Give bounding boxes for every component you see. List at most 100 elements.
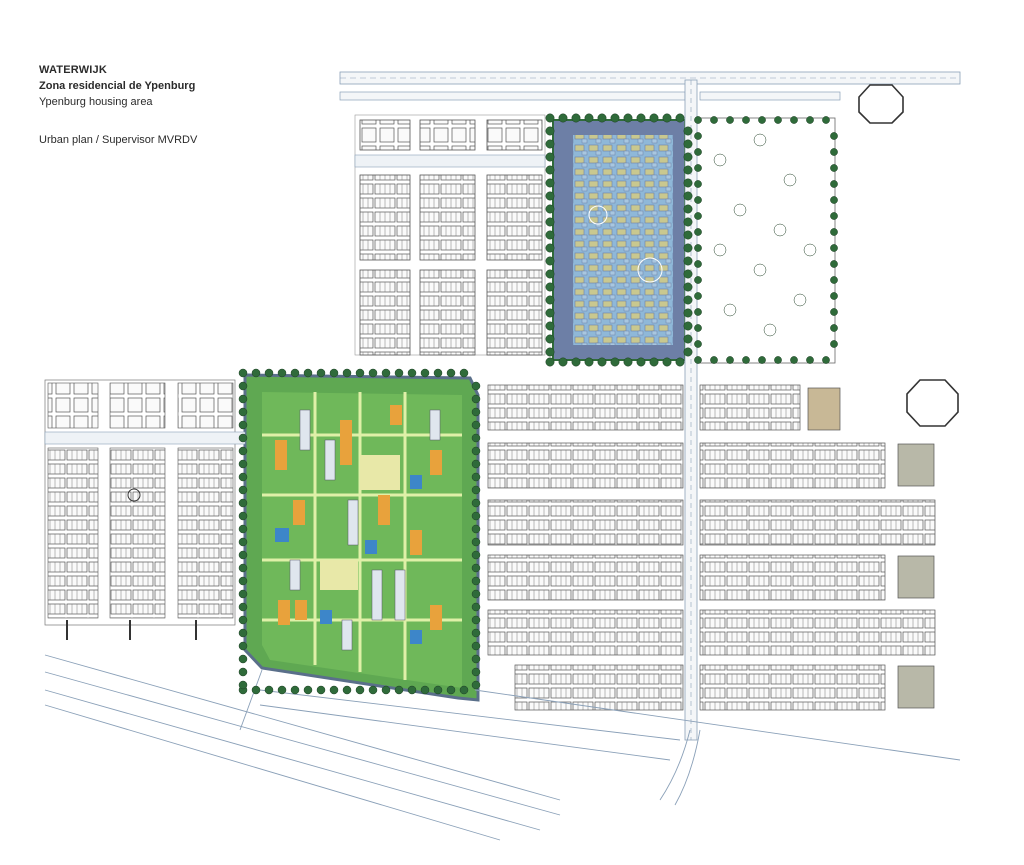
tree-icon (726, 116, 734, 124)
tree-icon (471, 628, 481, 638)
tree-icon (694, 116, 702, 124)
tree-icon (407, 368, 417, 378)
tree-icon (238, 615, 248, 625)
tree-icon (471, 589, 481, 599)
tree-icon (790, 116, 798, 124)
tree-icon (446, 685, 456, 695)
tree-icon (471, 511, 481, 521)
tree-icon (830, 244, 838, 252)
tree-icon (303, 685, 313, 695)
tree-icon (675, 357, 685, 367)
tree-icon (238, 498, 248, 508)
tree-icon (694, 244, 702, 252)
tree-icon (471, 537, 481, 547)
tree-icon (694, 356, 702, 364)
plan-legend: WATERWIJK Zona residencial de Ypenburg Y… (39, 62, 197, 148)
tree-icon (822, 116, 830, 124)
tree-icon (694, 132, 702, 140)
tree-icon (830, 180, 838, 188)
octagon-building-icon (858, 84, 959, 427)
tree-icon (683, 191, 693, 201)
tree-icon (830, 212, 838, 220)
tree-icon (420, 368, 430, 378)
tree-icon (545, 282, 555, 292)
tree-icon (830, 292, 838, 300)
tree-icon (381, 685, 391, 695)
tree-icon (830, 164, 838, 172)
project-name: WATERWIJK (39, 64, 108, 76)
tree-icon (381, 368, 391, 378)
tree-icon (683, 282, 693, 292)
tree-icon (238, 446, 248, 456)
tree-icon (238, 394, 248, 404)
tree-icon (773, 223, 787, 237)
tree-icon (790, 356, 798, 364)
tree-icon (545, 191, 555, 201)
tree-icon (238, 589, 248, 599)
tree-icon (683, 269, 693, 279)
tree-icon (238, 628, 248, 638)
tree-icon (683, 308, 693, 318)
tree-icon (238, 667, 248, 677)
tree-icon (713, 243, 727, 257)
tree-icon (683, 217, 693, 227)
tree-icon (683, 334, 693, 344)
tree-icon (407, 685, 417, 695)
tree-icon (238, 459, 248, 469)
tree-icon (584, 113, 594, 123)
east-edge-blocks (807, 387, 935, 709)
northern-road (339, 71, 961, 101)
tree-icon (238, 381, 248, 391)
tree-icon (683, 321, 693, 331)
tree-icon (558, 113, 568, 123)
tree-icon (471, 407, 481, 417)
tree-icon (649, 113, 659, 123)
tree-icon (694, 180, 702, 188)
tree-icon (545, 334, 555, 344)
tree-icon (830, 228, 838, 236)
tree-icon (238, 420, 248, 430)
tree-icon (277, 685, 287, 695)
tree-icon (694, 340, 702, 348)
tree-icon (545, 295, 555, 305)
tree-icon (753, 133, 767, 147)
tree-icon (675, 113, 685, 123)
tree-icon (238, 433, 248, 443)
tree-icon (277, 368, 287, 378)
tree-icon (545, 308, 555, 318)
tree-icon (446, 368, 456, 378)
tree-icon (238, 368, 248, 378)
tree-icon (471, 615, 481, 625)
tree-icon (471, 667, 481, 677)
credit-line: Urban plan / Supervisor MVRDV (39, 134, 198, 146)
tree-icon (713, 153, 727, 167)
tree-icon (238, 407, 248, 417)
tree-icon (316, 368, 326, 378)
tree-icon (571, 113, 581, 123)
tree-icon (459, 368, 469, 378)
tree-icon (694, 324, 702, 332)
tree-icon (238, 602, 248, 612)
tree-icon (733, 203, 747, 217)
tree-icon (545, 178, 555, 188)
tree-icon (316, 685, 326, 695)
tree-icon (710, 116, 718, 124)
tree-icon (433, 368, 443, 378)
western-housing (44, 379, 246, 640)
tree-icon (545, 347, 555, 357)
tree-icon (471, 563, 481, 573)
tree-icon (610, 113, 620, 123)
tree-icon (830, 308, 838, 316)
tree-icon (763, 323, 777, 337)
tree-icon (471, 433, 481, 443)
tree-icon (584, 357, 594, 367)
tree-icon (368, 368, 378, 378)
tree-icon (545, 230, 555, 240)
tree-icon (238, 654, 248, 664)
tree-icon (597, 357, 607, 367)
tree-icon (758, 356, 766, 364)
tree-icon (636, 113, 646, 123)
tree-icon (545, 139, 555, 149)
spanish-title: Zona residencial de Ypenburg (39, 80, 196, 92)
